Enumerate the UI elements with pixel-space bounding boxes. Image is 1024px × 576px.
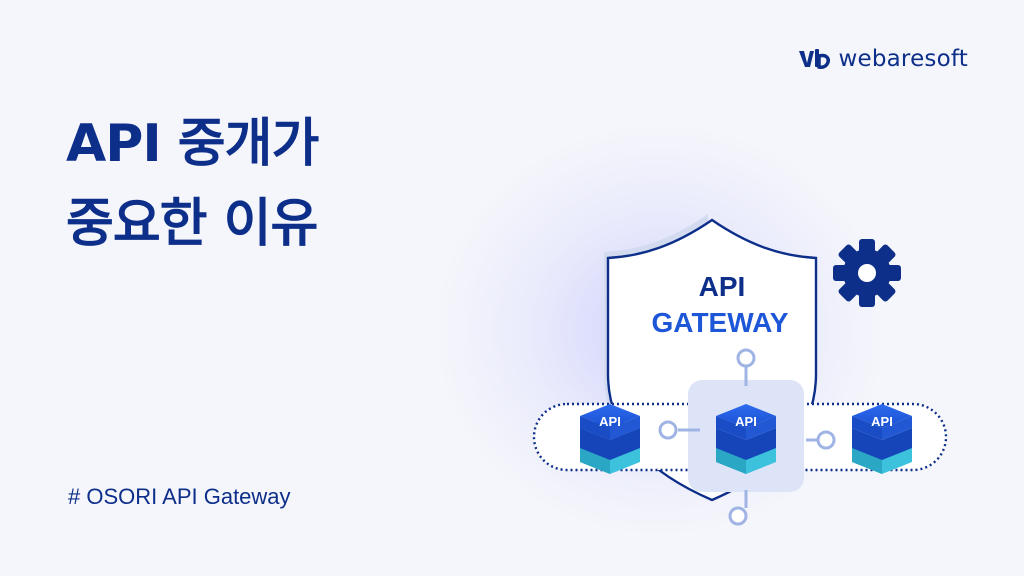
gear-icon (833, 239, 901, 307)
shield-text-line-2: GATEWAY (652, 307, 789, 338)
api-block-center: API (716, 404, 776, 474)
brand-logo: webaresoft (798, 46, 968, 72)
connector-node-bottom (728, 506, 748, 526)
api-gateway-illustration: API GATEWAY (520, 200, 980, 540)
api-block-left: API (580, 404, 640, 474)
api-block-right-label: API (871, 414, 893, 429)
connector-node-left (658, 420, 678, 440)
title-line-1: API 중개가 (66, 114, 319, 174)
api-block-right: API (852, 404, 912, 474)
title-line-2: 중요한 이유 (66, 194, 318, 254)
webaresoft-logo-icon (799, 49, 831, 69)
connector-node-right (816, 430, 836, 450)
connector-node-top (736, 348, 756, 368)
shield-text-line-1: API (699, 271, 746, 302)
page-title: API 중개가 중요한 이유 (66, 104, 319, 264)
api-block-center-label: API (735, 414, 757, 429)
hashtag-label: # OSORI API Gateway (68, 484, 291, 509)
api-block-left-label: API (599, 414, 621, 429)
brand-name: webaresoft (838, 46, 968, 72)
